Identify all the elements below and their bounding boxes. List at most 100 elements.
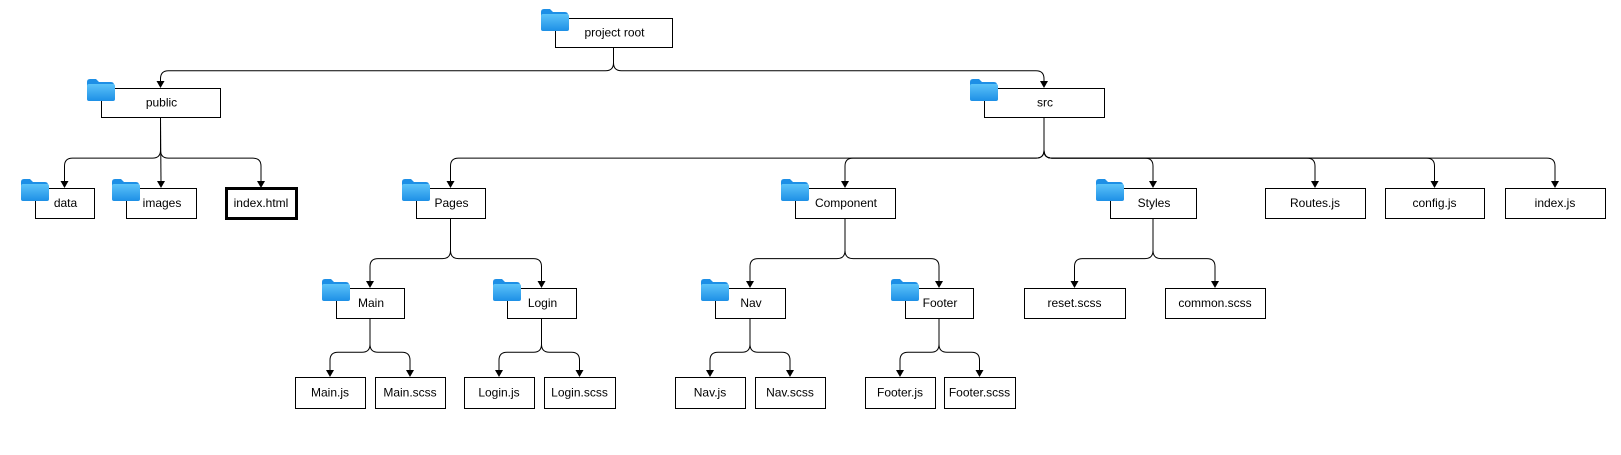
node-box bbox=[675, 377, 746, 409]
node-label: index.js bbox=[1535, 196, 1576, 210]
folder-icon bbox=[781, 179, 809, 201]
edge-login-to-login_js bbox=[498, 318, 542, 371]
edge-root-to-src bbox=[613, 47, 1045, 82]
arrowhead-footer_scss bbox=[975, 370, 984, 377]
node-nav-js[interactable]: Nav.js bbox=[675, 377, 746, 409]
edge-pages-to-main bbox=[369, 218, 451, 282]
node-label: Login.scss bbox=[551, 386, 608, 400]
node-component[interactable]: Component bbox=[781, 179, 896, 219]
node-index-html[interactable]: index.html bbox=[225, 187, 298, 220]
node-footer[interactable]: Footer bbox=[891, 279, 974, 319]
arrowhead-footer bbox=[935, 281, 943, 288]
arrowhead-pages bbox=[446, 181, 455, 188]
node-nav[interactable]: Nav bbox=[701, 279, 786, 319]
arrowhead-nav_js bbox=[706, 370, 714, 377]
node-label: project root bbox=[584, 26, 645, 40]
arrowhead-login_js bbox=[495, 370, 503, 377]
arrowhead-index_js bbox=[1551, 181, 1559, 188]
folder-icon bbox=[322, 279, 350, 301]
node-box bbox=[126, 188, 197, 219]
arrowhead-main_js bbox=[326, 370, 334, 377]
node-reset-scss[interactable]: reset.scss bbox=[1024, 288, 1126, 319]
arrowhead-reset_scss bbox=[1070, 281, 1079, 288]
node-label: Nav bbox=[740, 296, 761, 310]
edge-nav-to-nav_scss bbox=[749, 318, 791, 371]
node-data[interactable]: data bbox=[21, 179, 95, 219]
node-box bbox=[225, 187, 298, 220]
arrowhead-styles bbox=[1149, 181, 1157, 188]
edge-src-to-index_js bbox=[1043, 117, 1556, 182]
node-box bbox=[944, 377, 1016, 409]
node-label: Component bbox=[815, 196, 878, 210]
node-box bbox=[544, 377, 616, 409]
arrowhead-public bbox=[156, 81, 165, 88]
node-src[interactable]: src bbox=[970, 79, 1105, 118]
node-box bbox=[1024, 288, 1126, 319]
folder-icon bbox=[493, 279, 521, 301]
node-label: reset.scss bbox=[1047, 296, 1101, 310]
node-routes-js[interactable]: Routes.js bbox=[1265, 188, 1366, 219]
folder-icon bbox=[701, 279, 729, 301]
folder-icon bbox=[21, 179, 49, 201]
node-label: Nav.scss bbox=[766, 386, 814, 400]
node-config-js[interactable]: config.js bbox=[1385, 188, 1485, 219]
node-label: src bbox=[1037, 96, 1053, 110]
node-label: Footer.scss bbox=[949, 386, 1010, 400]
edge-main-to-main_js bbox=[329, 318, 371, 371]
arrowhead-index_html bbox=[257, 181, 265, 188]
arrowhead-main_scss bbox=[406, 370, 414, 377]
folder-icon bbox=[970, 79, 998, 101]
edges-layer bbox=[60, 47, 1559, 377]
node-box bbox=[464, 377, 535, 409]
edge-component-to-footer bbox=[844, 218, 940, 282]
edge-src-to-routes_js bbox=[1043, 117, 1316, 182]
node-login[interactable]: Login bbox=[493, 279, 577, 319]
node-box bbox=[1385, 188, 1485, 219]
node-label: Pages bbox=[434, 196, 468, 210]
node-main-scss[interactable]: Main.scss bbox=[375, 377, 446, 409]
node-public[interactable]: public bbox=[87, 79, 221, 118]
edge-component-to-nav bbox=[749, 218, 846, 282]
node-root[interactable]: project root bbox=[541, 9, 673, 48]
node-pages[interactable]: Pages bbox=[402, 179, 486, 219]
node-label: Nav.js bbox=[694, 386, 726, 400]
folder-icon bbox=[87, 79, 115, 101]
folder-icon bbox=[402, 179, 430, 201]
node-images[interactable]: images bbox=[112, 179, 197, 219]
node-label: Login.js bbox=[478, 386, 519, 400]
node-styles[interactable]: Styles bbox=[1096, 179, 1197, 219]
node-footer-scss[interactable]: Footer.scss bbox=[944, 377, 1016, 409]
arrowhead-src bbox=[1040, 81, 1048, 88]
node-login-scss[interactable]: Login.scss bbox=[544, 377, 616, 409]
node-index-js[interactable]: index.js bbox=[1505, 188, 1606, 219]
node-label: public bbox=[146, 96, 177, 110]
node-box bbox=[865, 377, 936, 409]
arrowhead-nav bbox=[746, 281, 754, 288]
arrowhead-config_js bbox=[1430, 181, 1439, 188]
node-main-js[interactable]: Main.js bbox=[295, 377, 366, 409]
node-label: images bbox=[143, 196, 182, 210]
node-nav-scss[interactable]: Nav.scss bbox=[755, 377, 826, 409]
node-box bbox=[755, 377, 826, 409]
node-common-scss[interactable]: common.scss bbox=[1165, 288, 1266, 319]
node-label: Main bbox=[358, 296, 384, 310]
arrowhead-component bbox=[841, 181, 849, 188]
edge-src-to-config_js bbox=[1043, 117, 1435, 182]
node-footer-js[interactable]: Footer.js bbox=[865, 377, 936, 409]
arrowhead-footer_js bbox=[896, 370, 904, 377]
folder-icon bbox=[891, 279, 919, 301]
nodes-layer: project root public src data images index.htm… bbox=[21, 9, 1606, 409]
edge-pages-to-login bbox=[450, 218, 542, 282]
edge-public-to-index_html bbox=[160, 117, 262, 182]
node-main[interactable]: Main bbox=[322, 279, 405, 319]
arrowhead-routes_js bbox=[1311, 181, 1319, 188]
edge-src-to-pages bbox=[450, 117, 1045, 182]
node-box bbox=[795, 188, 896, 219]
node-login-js[interactable]: Login.js bbox=[464, 377, 535, 409]
node-label: Styles bbox=[1138, 196, 1171, 210]
arrowhead-data bbox=[60, 181, 69, 188]
edge-login-to-login_scss bbox=[541, 318, 580, 371]
node-label: index.html bbox=[234, 196, 289, 210]
node-label: config.js bbox=[1412, 196, 1456, 210]
